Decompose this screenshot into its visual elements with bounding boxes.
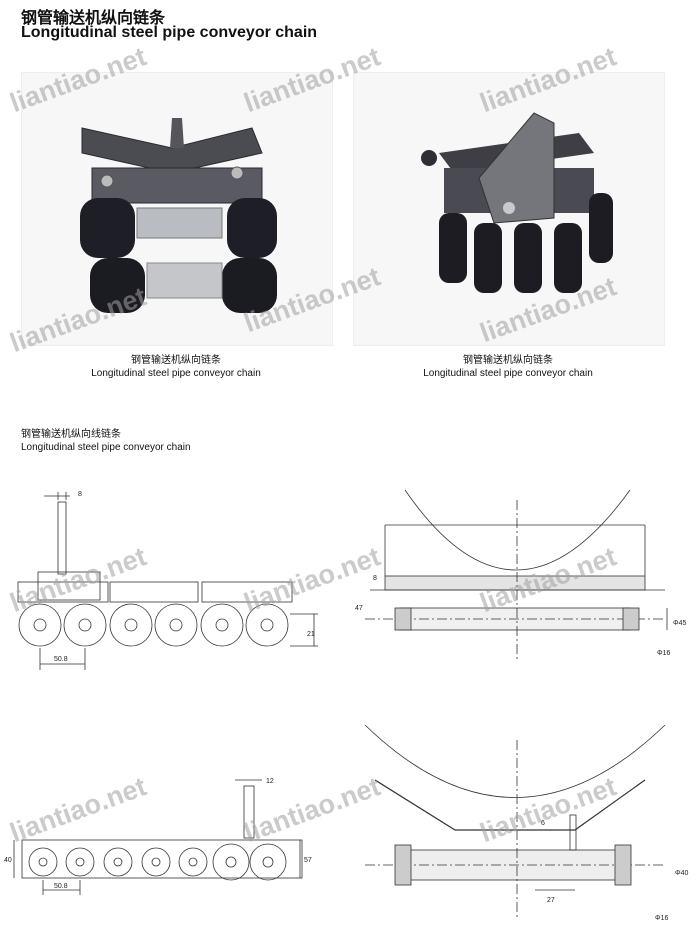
drawings-title-chinese: 钢管输送机纵向线链条 [21, 429, 121, 440]
dim-label: 47 [355, 605, 363, 612]
dim-label: 57 [304, 857, 312, 864]
photo-caption-2: 钢管输送机纵向链条 Longitudinal steel pipe convey… [353, 354, 663, 380]
drawings-title: 钢管输送机纵向线链条 Longitudinal steel pipe conve… [21, 428, 191, 454]
drawing-front-view-2: 6 Φ40 27 Φ16 [364, 724, 688, 922]
dim-label: 40 [4, 857, 12, 864]
dim-label: 21 [307, 631, 315, 638]
caption-english: Longitudinal steel pipe conveyor chain [91, 368, 261, 379]
dim-label: 8 [78, 491, 82, 498]
dim-label: Φ40 [675, 870, 688, 877]
caption-english: Longitudinal steel pipe conveyor chain [423, 368, 593, 379]
dim-label: 27 [547, 897, 555, 904]
page-title-chinese: 钢管输送机纵向链条 [21, 8, 166, 27]
dim-label: Φ16 [657, 650, 670, 657]
dim-label: Φ45 [673, 620, 686, 627]
dim-label: 50.8 [54, 656, 68, 663]
drawing-front-view-1: 8 47 Φ45 Φ16 [355, 489, 686, 660]
caption-chinese: 钢管输送机纵向链条 [463, 355, 553, 366]
caption-chinese: 钢管输送机纵向链条 [131, 355, 221, 366]
drawing-side-view-1: 8 50.8 21 [17, 491, 318, 670]
dim-label: 50.8 [54, 883, 68, 890]
product-photo-2 [353, 72, 665, 346]
product-photo-1 [21, 72, 333, 346]
dim-label: Φ16 [655, 915, 668, 922]
drawings-title-english: Longitudinal steel pipe conveyor chain [21, 442, 191, 453]
page-title-english: Longitudinal steel pipe conveyor chain [21, 24, 318, 41]
dim-label: 6 [541, 820, 545, 827]
photo-caption-1: 钢管输送机纵向链条 Longitudinal steel pipe convey… [21, 354, 331, 380]
dim-label: 8 [373, 575, 377, 582]
dim-label: 12 [266, 778, 274, 785]
drawing-side-view-2: 12 40 50.8 57 [4, 778, 312, 895]
